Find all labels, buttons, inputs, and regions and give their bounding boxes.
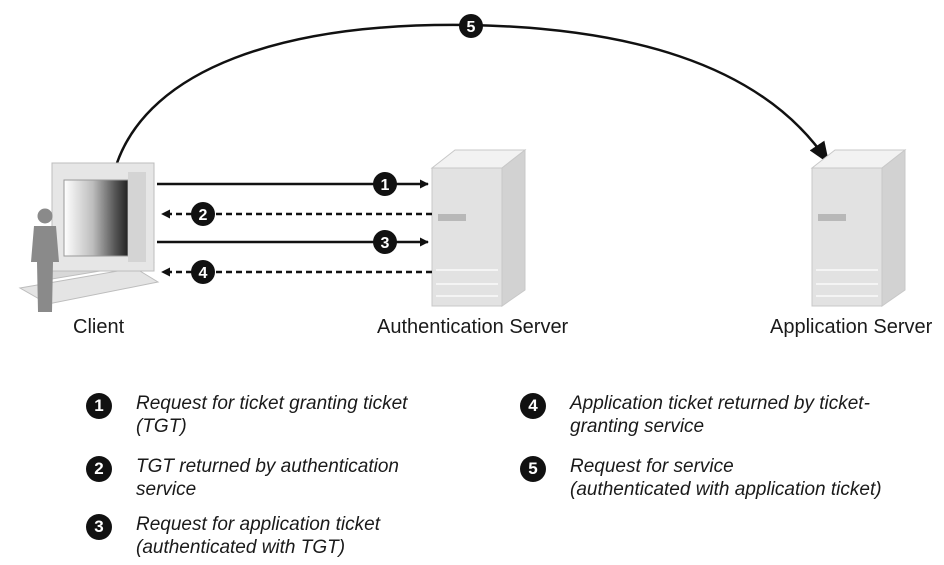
legend-badge-5: 5 [520, 456, 546, 482]
user-person-icon [31, 208, 59, 312]
legend-item-1: 1 Request for ticket granting ticket(TGT… [86, 392, 407, 438]
step-badge-4: 4 [191, 260, 215, 284]
legend-text-4: Application ticket returned by ticket-gr… [570, 393, 870, 437]
arc-step-5 [115, 23, 830, 164]
legend-item-3: 3 Request for application ticket(authent… [86, 513, 380, 559]
step-badge-3: 3 [373, 230, 397, 254]
auth-server-label: Authentication Server [377, 316, 569, 338]
legend-text-5: Request for service(authenticated with a… [570, 456, 882, 500]
app-server-icon [810, 148, 907, 307]
legend-item-5: 5 Request for service(authenticated with… [520, 455, 882, 501]
app-server-label: Application Server [770, 316, 933, 338]
step-badge-5: 5 [459, 14, 483, 38]
step-badge-2: 2 [191, 202, 215, 226]
legend-item-4: 4 Application ticket returned by ticket-… [520, 392, 870, 438]
svg-text:2: 2 [199, 207, 208, 224]
auth-server-icon [430, 148, 527, 307]
legend-badge-4: 4 [520, 393, 546, 419]
client-computer-icon [18, 162, 160, 305]
svg-text:1: 1 [381, 177, 390, 194]
svg-text:4: 4 [199, 265, 208, 282]
svg-text:5: 5 [467, 19, 476, 36]
step-badge-1: 1 [373, 172, 397, 196]
legend-badge-3: 3 [86, 514, 112, 540]
legend-text-3: Request for application ticket(authentic… [136, 514, 380, 558]
client-label: Client [73, 316, 125, 338]
legend-text-1: Request for ticket granting ticket(TGT) [136, 393, 408, 437]
legend-badge-1: 1 [86, 393, 112, 419]
legend-badge-2: 2 [86, 456, 112, 482]
svg-text:3: 3 [381, 235, 390, 252]
